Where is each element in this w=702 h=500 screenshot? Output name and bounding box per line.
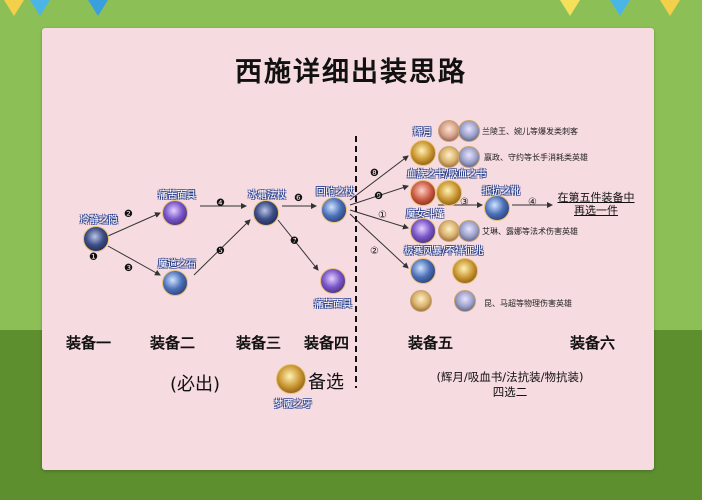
flag-pennant [610, 0, 630, 16]
step-12: ③ [460, 197, 469, 208]
step-5: ❺ [216, 246, 225, 257]
item-label-5e: 抵抗之靴 [482, 186, 521, 197]
choice-line-2: 四选二 [492, 385, 528, 399]
item-icon-5d-alt [452, 258, 478, 284]
choice-options: (辉月/吸血书/法抗装/物抗装) 四选二 [420, 370, 600, 400]
item-icon-4b [320, 268, 346, 294]
arrow-9 [349, 184, 409, 206]
step-1: ❶ [89, 252, 98, 263]
hero-avatar [410, 290, 432, 312]
choice-line-1: (辉月/吸血书/法抗装/物抗装) [436, 370, 584, 384]
step-4: ❹ [216, 198, 225, 209]
step-8: ❽ [370, 168, 379, 179]
note-assassin: 兰陵王、婉儿等爆发类刺客 [482, 127, 578, 136]
item-icon-2b [162, 270, 188, 296]
slot-label-2: 装备二 [150, 334, 196, 352]
slot-label-6: 装备六 [570, 334, 616, 352]
flag-pennant [4, 0, 24, 16]
item-icon-1 [83, 226, 109, 252]
arrow-2 [107, 212, 161, 237]
item-label-4b: 痛苦面具 [314, 299, 353, 310]
arrow-7 [277, 219, 319, 271]
hero-avatar [458, 146, 480, 168]
item-label-3: 冰霜法杖 [248, 190, 287, 201]
step-6: ❻ [294, 193, 303, 204]
flag-pennant [560, 0, 580, 16]
item-icon-3 [253, 200, 279, 226]
item-label-5d: 极寒风暴/不祥征兆 [404, 246, 484, 257]
hero-avatar [438, 120, 460, 142]
item-label-2b: 魔道之石 [158, 259, 197, 270]
note-magic: 艾琳、露娜等法术伤害英雄 [482, 227, 578, 236]
item-label-1: 冷静之隐 [80, 215, 119, 226]
hero-avatar [438, 220, 460, 242]
step-3: ❸ [124, 263, 133, 274]
hero-avatar [458, 120, 480, 142]
step-7: ❼ [290, 236, 299, 247]
slot-label-3: 装备三 [236, 334, 282, 352]
arrow-1 [349, 209, 409, 230]
item-label-5b: 血族之书/吸血之书 [407, 169, 487, 180]
slot-label-5: 装备五 [408, 334, 454, 352]
item-icon-5d [410, 258, 436, 284]
item-icon-5b [410, 180, 436, 206]
flag-pennant [660, 0, 680, 16]
content-card [42, 28, 654, 470]
must-buy-label: (必出) [170, 374, 221, 395]
item-icon-5e [484, 195, 510, 221]
hero-avatar [458, 220, 480, 242]
backup-item-label: 梦魇之牙 [274, 399, 313, 410]
item-label-2a: 痛苦面具 [158, 190, 197, 201]
item-icon-2a [162, 200, 188, 226]
arrow-3 [107, 245, 161, 276]
note-poke: 嬴政、守约等长手消耗类英雄 [484, 153, 588, 162]
note-physical: 昆、马超等物理伤害英雄 [484, 299, 572, 308]
step-10: ① [378, 210, 387, 221]
item-label-4a: 回响之杖 [316, 187, 355, 198]
hero-avatar [454, 290, 476, 312]
item-icon-5b-alt [436, 180, 462, 206]
item-label-5a: 辉月 [413, 127, 433, 138]
arrow-2b [349, 213, 409, 269]
item-icon-4a [321, 197, 347, 223]
item-icon-5a [410, 140, 436, 166]
flag-pennant [30, 0, 50, 16]
item-icon-5c [410, 218, 436, 244]
step-13: ④ [528, 197, 537, 208]
backup-item-icon [276, 364, 306, 394]
slot-label-1: 装备一 [66, 334, 112, 352]
final-choice-label: 在第五件装备中再选一件 [557, 191, 635, 217]
arrow-5 [193, 219, 251, 276]
backup-label: 备选 [308, 372, 344, 393]
slot-label-4: 装备四 [304, 334, 350, 352]
step-11: ② [370, 246, 379, 257]
item-label-5c: 魔女斗篷 [406, 209, 445, 220]
arrow-8 [349, 155, 409, 201]
flag-pennant [88, 0, 108, 16]
hero-avatar [438, 146, 460, 168]
page-title: 西施详细出装思路 [235, 57, 467, 88]
step-9: ❾ [374, 191, 383, 202]
step-2: ❷ [124, 209, 133, 220]
